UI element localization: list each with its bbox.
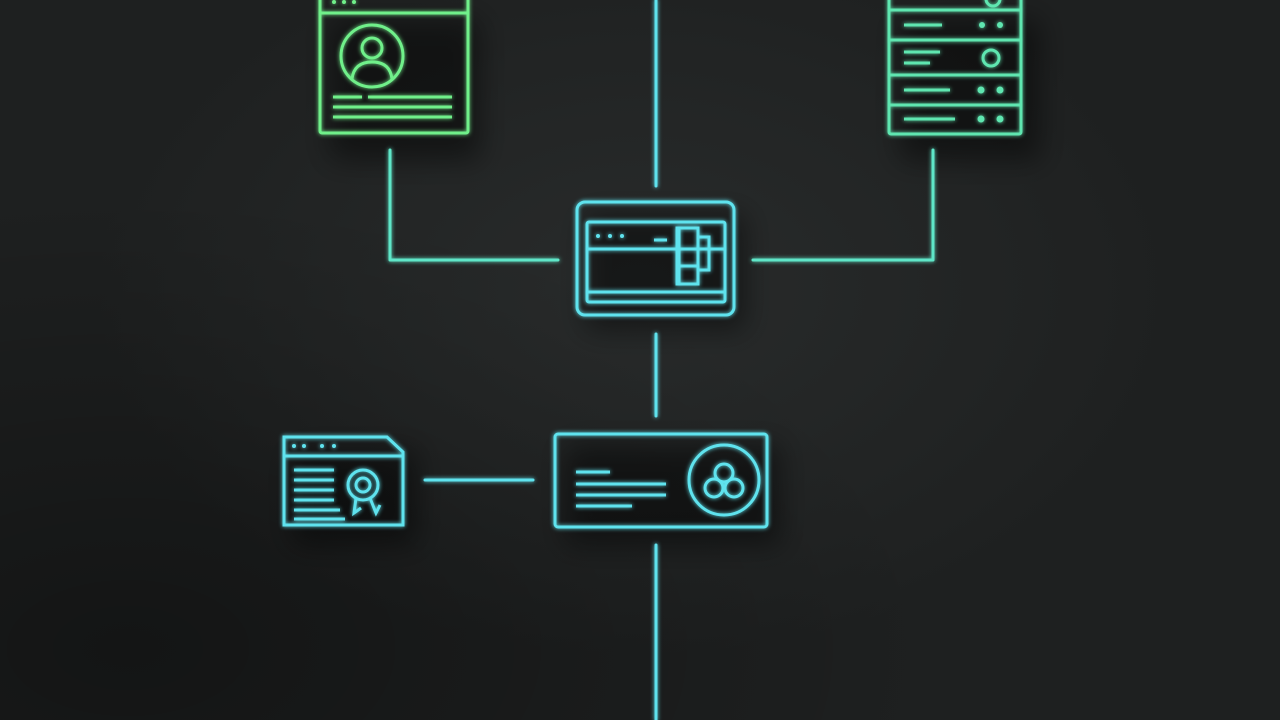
connector-server-to-hub — [751, 148, 935, 262]
user-profile-window-icon — [318, 0, 470, 135]
browser-window-hub-icon — [575, 200, 736, 317]
connector-user-to-hub — [388, 148, 560, 262]
connectors — [388, 0, 935, 720]
service-card-icon — [553, 432, 769, 529]
certificate-document-icon — [282, 435, 405, 527]
server-rack-icon — [887, 0, 1023, 136]
